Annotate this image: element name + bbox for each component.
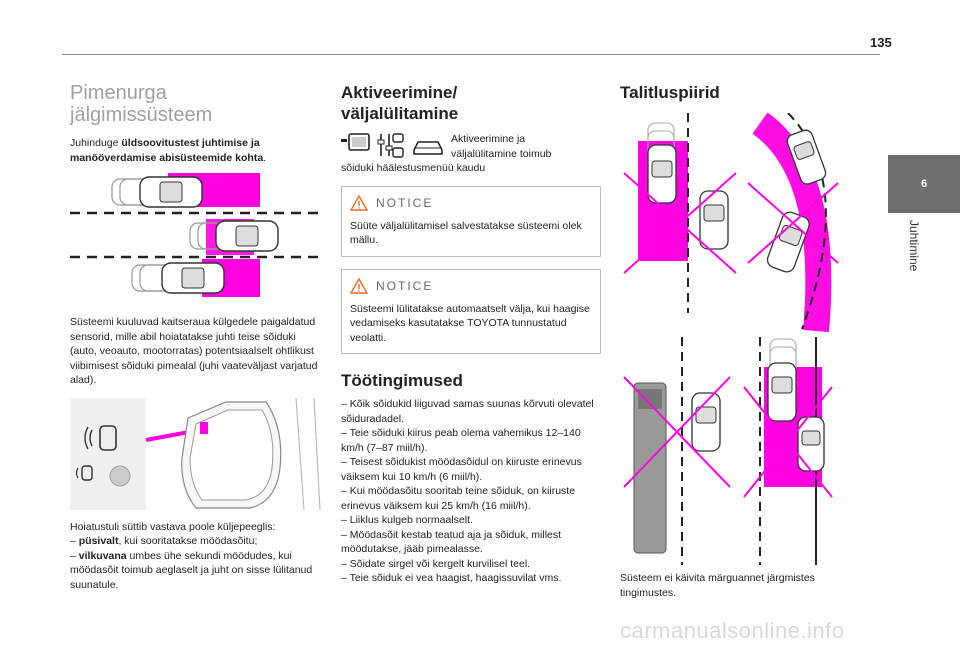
list-item: – Liiklus kulgeb normaalselt. <box>341 514 473 526</box>
list-item: – Kui möödasõitu sooritab teine sõiduk, … <box>341 485 576 512</box>
page-number: 135 <box>870 35 892 50</box>
activation-text: Aktiveerimine ja väljalülitamine toimub <box>451 133 552 160</box>
conditions-list: – Kõik sõidukid liiguvad samas suunas kõ… <box>341 397 601 586</box>
notice-box-1: NOTICE Süüte väljalülitamisel salvestata… <box>341 185 601 257</box>
notice-heading: NOTICE <box>376 195 434 210</box>
notice-text: Süüte väljalülitamisel salvestatakse süs… <box>350 219 582 247</box>
column-blind-spot: Pimenurga jälgimissüsteem Juhinduge ülds… <box>70 82 324 592</box>
limits-title: Talitluspiirid <box>620 83 720 102</box>
list-item: – Teie sõiduk ei vea haagist, haagissuvi… <box>341 572 562 584</box>
chapter-number: 6 <box>920 178 928 190</box>
settings-slider-icon <box>377 133 404 158</box>
limits-illustration-bottom <box>623 337 833 565</box>
warning-mode-flashing: – vilkuvana umbes ühe sekundi möödudes, … <box>70 549 313 591</box>
section-title-2: jälgimissüsteem <box>70 104 213 126</box>
limits-illustration-top <box>623 113 839 333</box>
notice-text: Süsteemi lülitatakse automaatselt välja,… <box>350 302 590 344</box>
warning-triangle-icon <box>350 277 368 294</box>
notice-heading: NOTICE <box>376 278 434 293</box>
side-mirror-warning-illustration <box>70 397 321 510</box>
conditions-title: Töötingimused <box>341 371 463 390</box>
car-icon <box>413 141 443 155</box>
activation-title-2: väljalülitamine <box>341 104 459 123</box>
list-item: – Möödasõit kestab teatud aja ja sõiduk,… <box>341 528 562 556</box>
intro-text: Juhinduge üldsoovitustest juhtimise ja m… <box>70 137 267 164</box>
watermark: carmanualsonline.info <box>620 618 845 643</box>
column-limits: Talitluspiirid <box>620 82 840 600</box>
notice-box-2: NOTICE Süsteemi lülitatakse automaatselt… <box>341 268 601 354</box>
settings-icon-row: Aktiveerimine ja väljalülitamine toimub <box>341 132 601 161</box>
activation-text-2: sõiduki häälestusmenüü kaudu <box>341 162 486 174</box>
limits-caption: Süsteem ei käivita märguannet järgmistes… <box>620 572 815 599</box>
system-description: Süsteemi kuuluvad kaitseraua külgedele p… <box>70 316 318 386</box>
warning-light-intro: Hoiatustuli süttib vastava poole küljepe… <box>70 520 276 533</box>
warning-triangle-icon <box>350 194 368 211</box>
section-title-1: Pimenurga <box>70 82 167 104</box>
chapter-tab[interactable]: 6 <box>888 155 960 213</box>
list-item: – Teisest sõidukist möödasõidul on kiiru… <box>341 456 582 483</box>
blind-spot-lanes-illustration <box>70 173 324 297</box>
chapter-label: Juhtimine <box>907 220 921 272</box>
screen-icon <box>341 133 370 151</box>
activation-title-1: Aktiveerimine/ <box>341 83 458 102</box>
column-activation: Aktiveerimine/ väljalülitamine Aktiveeri… <box>341 82 601 586</box>
list-item: – Kõik sõidukid liiguvad samas suunas kõ… <box>341 398 594 425</box>
header-rule <box>62 54 880 55</box>
list-item: – Teie sõiduki kiirus peab olema vahemik… <box>341 427 581 454</box>
warning-mode-steady: – püsivalt, kui sooritatakse möödasõitu; <box>70 535 258 547</box>
list-item: – Sõidate sirgel või kergelt kurvilisel … <box>341 557 531 570</box>
